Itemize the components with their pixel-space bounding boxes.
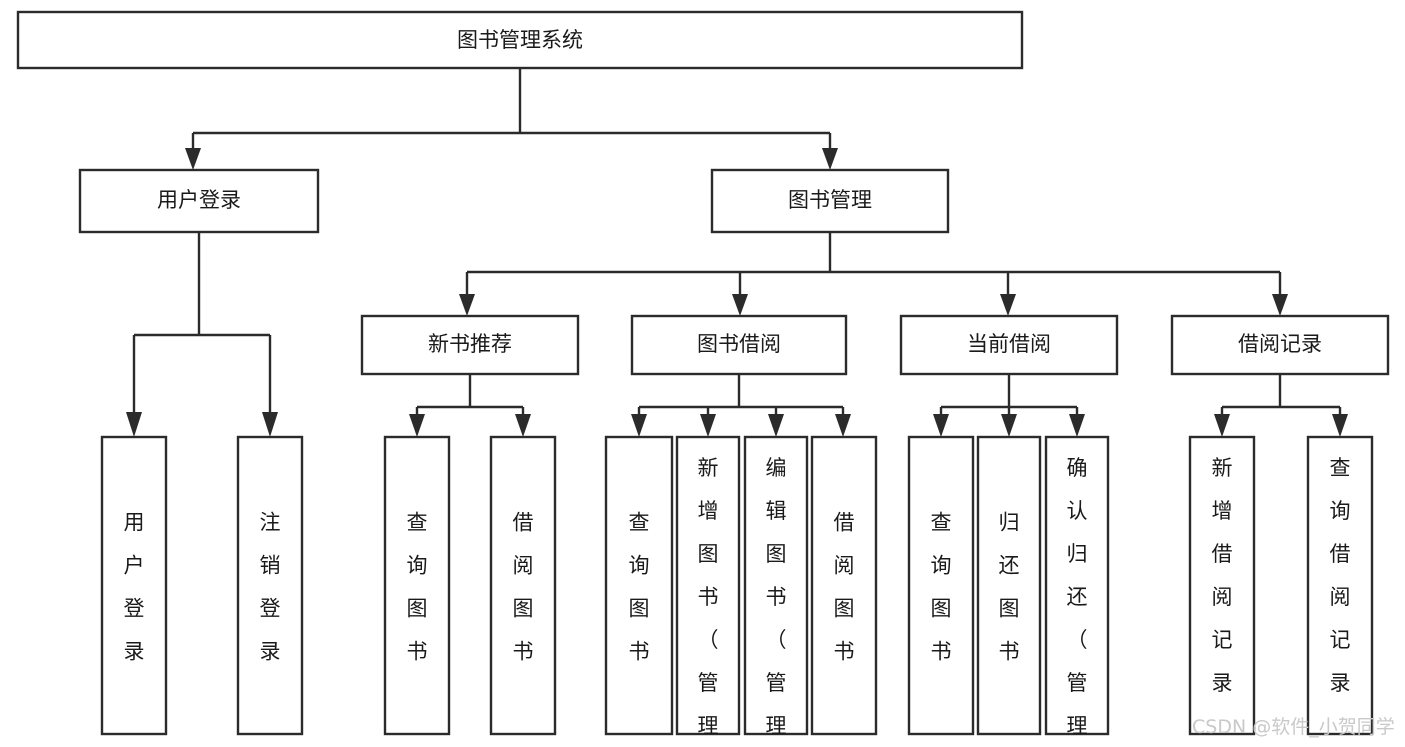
node-user-login-label: 用户登录 [157,188,241,212]
node-book-management-label: 图书管理 [788,188,872,212]
leaf-box[interactable] [1306,435,1374,736]
leaf-label: 借阅图书 [834,511,855,664]
leaf-box[interactable] [907,435,975,736]
leaf-node-user-login[interactable]: 用户登录 [100,435,168,736]
leaf-box[interactable] [489,435,557,736]
arrow-head-borrow-record [1272,294,1288,316]
node-root-box[interactable] [16,10,1024,70]
node-root-label: 图书管理系统 [457,28,583,52]
arrow-head-bb-child-3 [768,414,784,437]
node-user-login[interactable]: 用户登录 [78,168,320,234]
node-book-management[interactable]: 图书管理 [710,168,950,234]
leaf-box[interactable] [236,435,304,736]
arrow-head-bb-child-2 [700,414,716,437]
node-current-borrow-box[interactable] [899,314,1119,376]
watermark-label: CSDN @软件_小贺同学 [1192,716,1395,738]
leaf-label: 注销登录 [260,511,281,664]
arrow-head-leaf-user-login [126,412,142,437]
leaf-box[interactable] [1188,435,1256,736]
leaf-label: 归还图书 [999,511,1020,664]
leaf-node-query-book-2[interactable]: 查询图书 [604,435,674,736]
leaf-label: 新增借阅记录 [1212,456,1233,695]
leaf-node-query-book-3[interactable]: 查询图书 [907,435,975,736]
node-current-borrow-label: 当前借阅 [967,332,1051,356]
node-user-login-box[interactable] [78,168,320,234]
leaf-node-query-book-1[interactable]: 查询图书 [383,435,451,736]
node-book-borrow-label: 图书借阅 [697,332,781,356]
node-new-book-recommend-label: 新书推荐 [428,332,512,356]
leaf-box[interactable] [810,435,878,736]
connector-group-borrow-record [1214,374,1348,437]
leaf-node-borrow-book-1[interactable]: 借阅图书 [489,435,557,736]
arrow-head-br-child-1 [1214,414,1230,437]
leaf-node-edit-book[interactable]: 编辑图书（管理员） [743,435,809,747]
leaf-label: 查询借阅记录 [1330,456,1351,695]
node-root[interactable]: 图书管理系统 [16,10,1024,70]
arrow-head-bb-child-1 [631,414,647,437]
arrow-head-nb-child-2 [515,414,531,437]
arrow-head-new-book [459,294,475,316]
node-new-book-recommend-box[interactable] [360,314,580,376]
arrow-head-br-child-2 [1332,414,1348,437]
arrow-head-bb-child-4 [835,414,851,437]
leaf-label: 查询图书 [407,511,428,664]
arrow-head-nb-child-1 [409,414,425,437]
connector-group-current-borrow [933,374,1085,437]
node-new-book-recommend[interactable]: 新书推荐 [360,314,580,376]
connector-group-user-login [126,232,278,437]
leaf-node-user-logout[interactable]: 注销登录 [236,435,304,736]
node-book-borrow[interactable]: 图书借阅 [630,314,848,376]
arrow-head-user-login [185,148,201,170]
connector-group-book-borrow [631,374,851,437]
leaf-label: 用户登录 [124,511,145,664]
node-borrow-record-box[interactable] [1170,314,1390,376]
leaf-box[interactable] [100,435,168,736]
node-borrow-record-label: 借阅记录 [1238,332,1322,356]
leaf-box[interactable] [743,435,809,736]
leaf-node-add-book[interactable]: 新增图书（管理员） [675,435,741,747]
connector-group-root [185,68,838,170]
leaf-label: 新增图书（管理员） [698,456,719,747]
arrow-head-current-borrow [1000,294,1016,316]
arrow-head-book-mgmt [822,148,838,170]
connector-group-book-mgmt [459,232,1288,316]
leaf-label: 确认归还（管理员） [1067,456,1088,747]
leaf-node-layer: 用户登录 注销登录 查询图书 借阅图书 查询图书 新增图书（管理员） 编辑图书（管理员） 借阅… [100,435,1374,747]
leaf-box[interactable] [976,435,1042,736]
leaf-node-return-book[interactable]: 归还图书 [976,435,1042,736]
node-book-borrow-box[interactable] [630,314,848,376]
leaf-node-borrow-book-2[interactable]: 借阅图书 [810,435,878,736]
arrow-head-cb-child-2 [1001,414,1017,437]
connector-group-new-book [409,374,531,437]
node-current-borrow[interactable]: 当前借阅 [899,314,1119,376]
leaf-node-confirm-return[interactable]: 确认归还（管理员） [1044,435,1110,747]
leaf-label: 借阅图书 [513,511,534,664]
leaf-box[interactable] [1044,435,1110,736]
leaf-node-query-record[interactable]: 查询借阅记录 [1306,435,1374,736]
leaf-label: 查询图书 [629,511,650,664]
node-book-management-box[interactable] [710,168,950,234]
arrow-head-leaf-user-logout [262,412,278,437]
arrow-head-cb-child-1 [933,414,949,437]
leaf-label: 查询图书 [931,511,952,664]
leaf-node-add-record[interactable]: 新增借阅记录 [1188,435,1256,736]
leaf-box[interactable] [604,435,674,736]
leaf-box[interactable] [675,435,741,736]
node-borrow-record[interactable]: 借阅记录 [1170,314,1390,376]
arrow-head-cb-child-3 [1069,414,1085,437]
leaf-box[interactable] [383,435,451,736]
leaf-label: 编辑图书（管理员） [766,456,787,747]
arrow-head-book-borrow [732,294,748,316]
